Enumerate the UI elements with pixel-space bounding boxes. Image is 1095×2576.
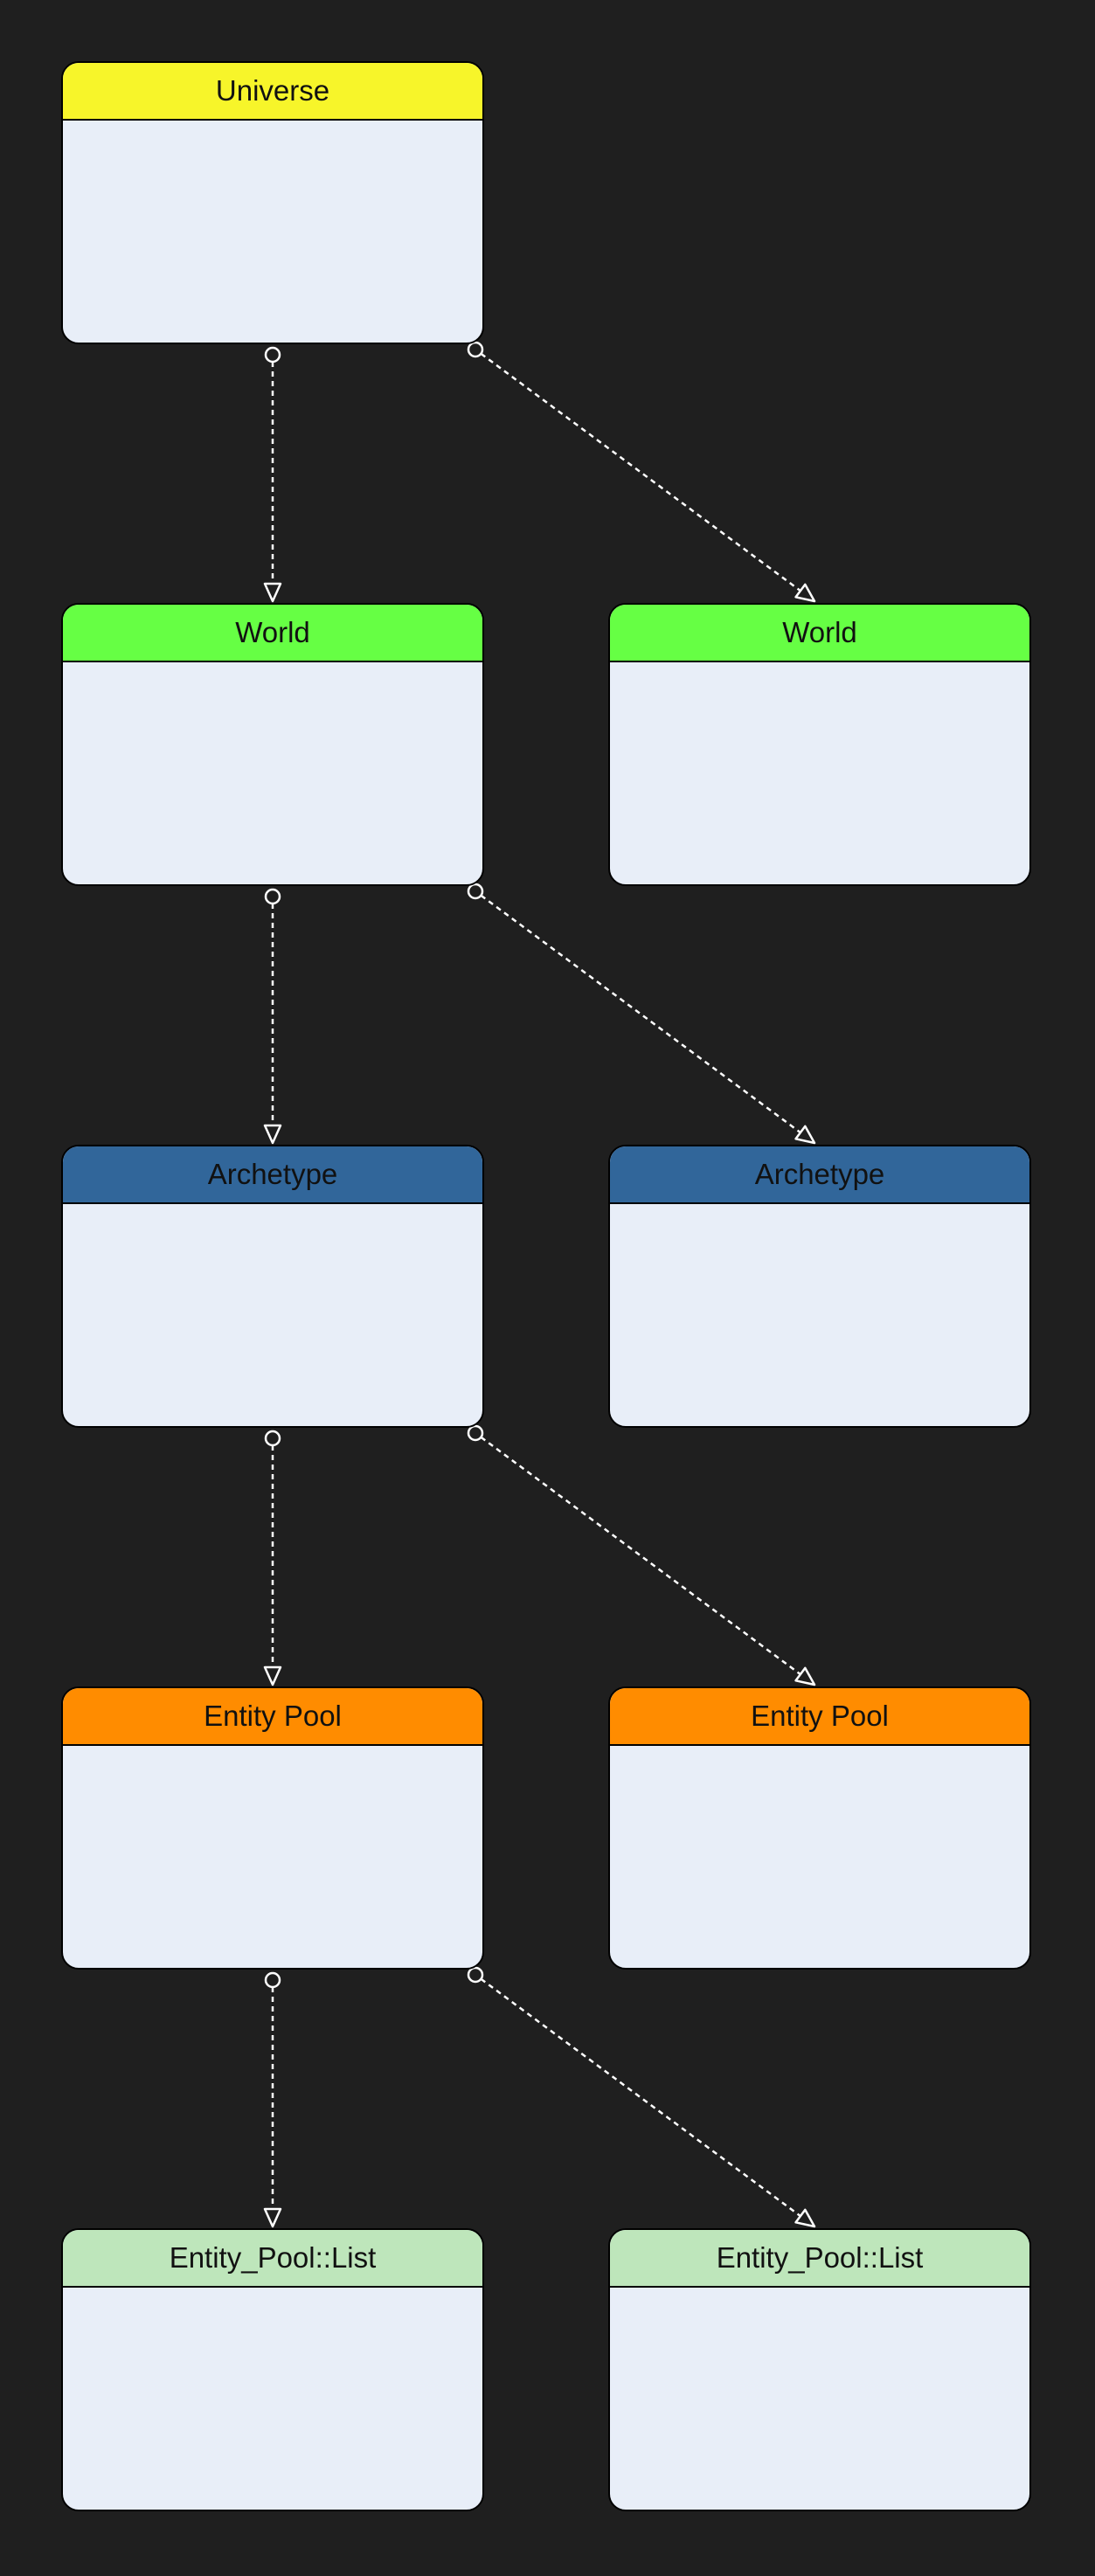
edge-archetype-1-to-entity-pool-1	[263, 1430, 282, 1686]
node-world-2-body	[610, 662, 1029, 884]
node-entity-pool-list-2-title: Entity_Pool::List	[610, 2230, 1029, 2288]
node-entity-pool-1-body	[63, 1746, 482, 1968]
edge-universe-to-world-2	[467, 341, 816, 603]
node-entity-pool-2-body	[610, 1746, 1029, 1968]
node-world-2[interactable]: World	[608, 603, 1031, 886]
node-world-2-title: World	[610, 605, 1029, 662]
node-archetype-2-body	[610, 1204, 1029, 1426]
node-entity-pool-list-1-title: Entity_Pool::List	[63, 2230, 482, 2288]
edge-arrowhead	[263, 1665, 282, 1686]
node-archetype-1-title: Archetype	[63, 1146, 482, 1204]
edge-line	[480, 894, 801, 1134]
edge-entity-pool-1-to-entity-pool-list-2	[467, 1966, 816, 2228]
edge-origin-circle	[467, 1424, 484, 1442]
edge-line	[480, 1436, 801, 1676]
node-archetype-2-title: Archetype	[610, 1146, 1029, 1204]
node-entity-pool-list-2[interactable]: Entity_Pool::List	[608, 2228, 1031, 2511]
node-archetype-2[interactable]: Archetype	[608, 1145, 1031, 1428]
node-entity-pool-1-title: Entity Pool	[63, 1688, 482, 1746]
node-entity-pool-list-2-body	[610, 2288, 1029, 2510]
edge-archetype-1-to-entity-pool-2	[467, 1424, 816, 1686]
node-entity-pool-2-title: Entity Pool	[610, 1688, 1029, 1746]
node-world-1[interactable]: World	[61, 603, 484, 886]
node-archetype-1-body	[63, 1204, 482, 1426]
node-world-1-title: World	[63, 605, 482, 662]
node-entity-pool-list-1[interactable]: Entity_Pool::List	[61, 2228, 484, 2511]
edge-arrowhead	[794, 1125, 816, 1145]
node-universe-body	[63, 121, 482, 343]
edge-arrowhead	[794, 1666, 816, 1686]
node-universe-title: Universe	[63, 63, 482, 121]
node-universe[interactable]: Universe	[61, 61, 484, 344]
edge-line	[480, 1977, 801, 2218]
edge-arrowhead	[263, 582, 282, 603]
edge-entity-pool-1-to-entity-pool-list-1	[263, 1971, 282, 2228]
edge-arrowhead	[263, 1124, 282, 1145]
edge-universe-to-world-1	[263, 346, 282, 603]
edge-origin-circle	[467, 341, 484, 358]
edge-line	[480, 352, 801, 592]
node-world-1-body	[63, 662, 482, 884]
edge-arrowhead	[263, 2207, 282, 2228]
edge-origin-circle	[264, 1971, 281, 1989]
edge-origin-circle	[264, 346, 281, 364]
edge-origin-circle	[467, 1966, 484, 1984]
edge-origin-circle	[264, 1430, 281, 1447]
node-archetype-1[interactable]: Archetype	[61, 1145, 484, 1428]
node-entity-pool-list-1-body	[63, 2288, 482, 2510]
edge-origin-circle	[264, 888, 281, 905]
node-entity-pool-2[interactable]: Entity Pool	[608, 1686, 1031, 1970]
edge-arrowhead	[794, 2208, 816, 2228]
edge-origin-circle	[467, 883, 484, 900]
edge-world-1-to-archetype-2	[467, 883, 816, 1145]
edge-arrowhead	[794, 583, 816, 603]
node-entity-pool-1[interactable]: Entity Pool	[61, 1686, 484, 1970]
edge-world-1-to-archetype-1	[263, 888, 282, 1145]
